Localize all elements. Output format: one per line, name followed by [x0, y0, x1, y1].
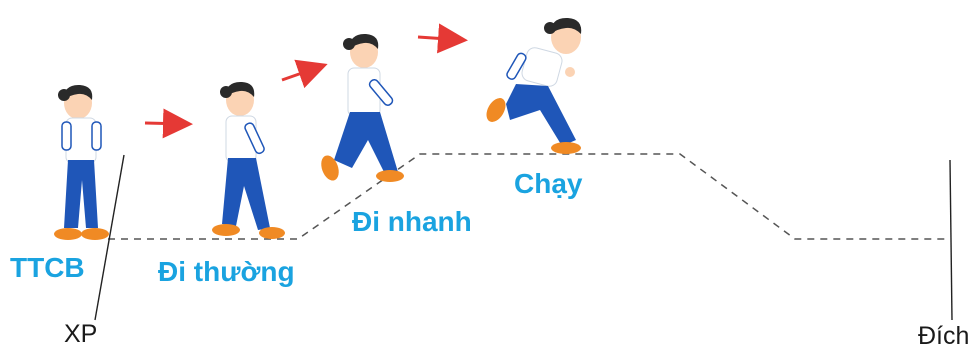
stage-label-ttcb: TTCB: [10, 252, 85, 283]
start-line: [94, 154, 125, 321]
girl-fast-walking-figure: [321, 33, 404, 182]
track-dashed-line: [108, 153, 950, 240]
girl-walking-figure: [212, 81, 285, 239]
finish-line-label: Đích: [918, 322, 970, 350]
girl-standing-figure: [54, 84, 109, 240]
girl-running-figure: [486, 17, 582, 154]
finish-line: [949, 159, 953, 321]
start-line-label: XP: [64, 320, 98, 348]
arrow-right-icon: [281, 59, 328, 89]
arrow-right-icon: [417, 23, 468, 54]
stage-label-walk: Đi thường: [158, 256, 295, 287]
arrow-right-icon: [144, 108, 193, 139]
stage-label-fast-walk: Đi nhanh: [352, 206, 472, 237]
stage-label-run: Chạy: [514, 168, 583, 199]
